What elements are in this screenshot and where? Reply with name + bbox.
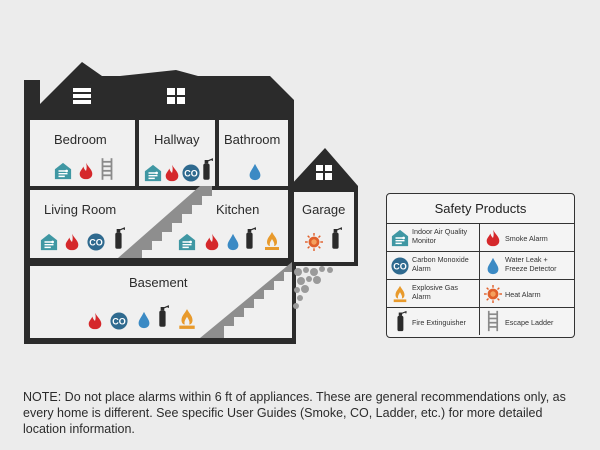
- legend-item: Explosive Gas Alarm: [387, 279, 480, 307]
- escape-ladder-icon: [98, 157, 116, 181]
- room-label-bathroom: Bathroom: [224, 132, 281, 147]
- legend-item: Escape Ladder: [480, 307, 574, 335]
- placement-note: NOTE: Do not place alarms within 6 ft of…: [23, 390, 566, 436]
- smoke-alarm-icon: [484, 229, 502, 247]
- co-alarm-icon: [110, 312, 128, 330]
- legend-label: Fire Extinguisher: [412, 318, 466, 327]
- room-label-kitchen: Kitchen: [216, 202, 260, 217]
- water-leak-icon: [246, 163, 264, 181]
- room-label-hallway: Hallway: [154, 132, 200, 147]
- explosive-gas-icon: [262, 230, 282, 252]
- fire-extinguisher-icon: [391, 310, 409, 332]
- legend-label: Explosive Gas Alarm: [412, 283, 458, 301]
- legend-item: Fire Extinguisher: [387, 307, 480, 335]
- fire-extinguisher-icon: [109, 225, 127, 251]
- smoke-alarm-icon: [86, 312, 104, 330]
- fire-extinguisher-icon: [197, 156, 215, 182]
- legend-item: Smoke Alarm: [480, 223, 574, 251]
- smoke-alarm-icon: [63, 233, 81, 251]
- garage-rubble: [293, 266, 333, 309]
- fire-extinguisher-icon: [240, 225, 258, 251]
- legend-item: Carbon Monoxide Alarm: [387, 251, 480, 279]
- co-alarm-icon: [87, 233, 105, 251]
- legend-title: Safety Products: [434, 201, 527, 216]
- explosive-gas-icon: [391, 285, 409, 303]
- indoor-air-quality-icon: [54, 162, 72, 180]
- legend-item: Heat Alarm: [480, 279, 574, 307]
- legend-label: Indoor Air Quality Monitor: [412, 227, 468, 245]
- safety-products-legend: Safety Products Indoor Air Quality Monit…: [386, 193, 575, 338]
- room-label-bedroom: Bedroom: [54, 132, 107, 147]
- escape-ladder-icon: [484, 310, 502, 332]
- legend-item: Indoor Air Quality Monitor: [387, 223, 480, 251]
- heat-alarm-icon: [484, 285, 502, 303]
- garage-room: [294, 192, 354, 262]
- upper-staircase: [118, 186, 212, 258]
- water-leak-icon: [135, 311, 153, 329]
- room-label-living-room: Living Room: [44, 202, 117, 217]
- room-label-basement: Basement: [129, 275, 188, 290]
- basement-staircase: [200, 262, 292, 338]
- indoor-air-quality-icon: [178, 233, 196, 251]
- indoor-air-quality-icon: [144, 164, 162, 182]
- heat-alarm-icon: [305, 233, 323, 251]
- smoke-alarm-icon: [203, 233, 221, 251]
- water-leak-icon: [484, 257, 502, 275]
- room-label-garage: Garage: [302, 202, 346, 217]
- explosive-gas-icon: [176, 306, 198, 332]
- legend-label: Heat Alarm: [505, 290, 541, 299]
- indoor-air-quality-icon: [40, 233, 58, 251]
- fire-extinguisher-icon: [326, 225, 344, 251]
- smoke-alarm-icon: [163, 164, 181, 182]
- main-roof: [24, 62, 294, 116]
- legend-item: Water Leak + Freeze Detector: [480, 251, 574, 279]
- legend-label: Carbon Monoxide Alarm: [412, 255, 469, 273]
- co-alarm-icon: [391, 257, 409, 275]
- fire-extinguisher-icon: [153, 302, 171, 330]
- legend-label: Escape Ladder: [505, 318, 554, 327]
- attic-vent-icon: [73, 88, 91, 104]
- legend-label: Water Leak + Freeze Detector: [505, 255, 557, 273]
- legend-label: Smoke Alarm: [505, 234, 548, 243]
- attic-window-icon: [167, 88, 185, 104]
- smoke-alarm-icon: [77, 162, 95, 180]
- garage-window-icon: [316, 165, 332, 180]
- indoor-air-quality-icon: [391, 229, 409, 247]
